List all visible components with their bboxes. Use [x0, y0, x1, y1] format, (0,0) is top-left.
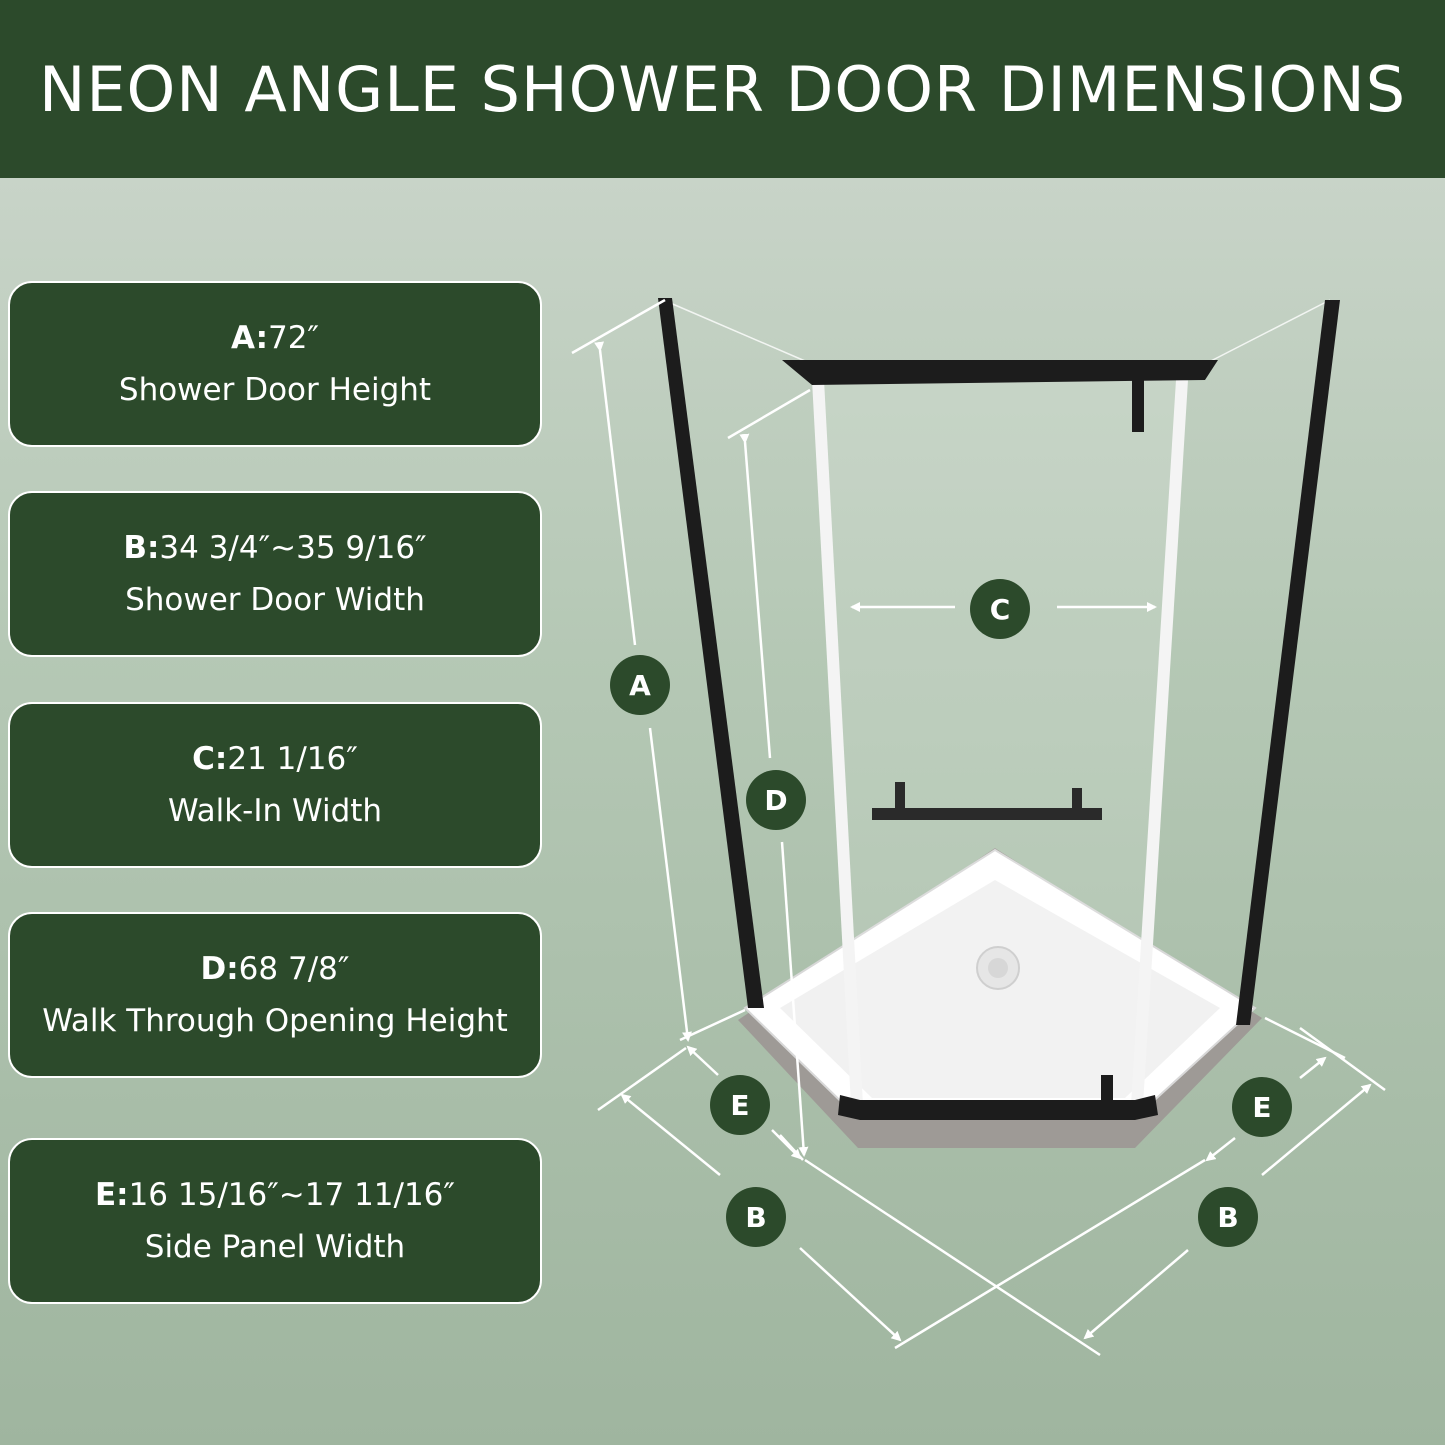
spec-value-e: E:16 15/16″~17 11/16″ [95, 1177, 455, 1213]
spec-box-c: C:21 1/16″ Walk-In Width [8, 702, 542, 868]
shower-base [738, 848, 1262, 1148]
badge-a: A [610, 655, 670, 715]
badge-e-left: E [710, 1075, 770, 1135]
svg-text:E: E [1252, 1091, 1271, 1124]
svg-text:B: B [1217, 1201, 1238, 1234]
badge-d: D [746, 770, 806, 830]
spec-value-c: C:21 1/16″ [192, 741, 358, 777]
spec-label-e: Side Panel Width [144, 1229, 406, 1265]
page-title: NEON ANGLE SHOWER DOOR DIMENSIONS [38, 52, 1407, 126]
spec-value-a: A:72″ [231, 320, 319, 356]
badge-e-right: E [1232, 1077, 1292, 1137]
svg-text:C: C [990, 593, 1011, 626]
svg-text:D: D [764, 784, 787, 817]
svg-text:E: E [730, 1089, 749, 1122]
spec-label-b: Shower Door Width [125, 582, 425, 618]
door-right-rail [1131, 379, 1188, 1106]
door-glass [815, 378, 1185, 1110]
badge-b-left: B [726, 1187, 786, 1247]
shower-frame [658, 298, 1340, 1120]
svg-text:A: A [629, 669, 651, 702]
title-banner: NEON ANGLE SHOWER DOOR DIMENSIONS [0, 0, 1445, 178]
spec-box-a: A:72″ Shower Door Height [8, 281, 542, 447]
spec-label-c: Walk-In Width [167, 793, 383, 829]
spec-label-a: Shower Door Height [118, 372, 432, 408]
dimension-lines [571, 298, 1386, 1357]
towel-bar [872, 782, 1102, 820]
spec-box-b: B:34 3/4″~35 9/16″ Shower Door Width [8, 491, 542, 657]
badge-c: C [970, 579, 1030, 639]
badge-b-right: B [1198, 1187, 1258, 1247]
spec-box-e: E:16 15/16″~17 11/16″ Side Panel Width [8, 1138, 542, 1304]
door-left-rail [812, 379, 863, 1106]
spec-label-d: Walk Through Opening Height [42, 1003, 508, 1039]
spec-value-b: B:34 3/4″~35 9/16″ [123, 530, 427, 566]
spec-box-d: D:68 7/8″ Walk Through Opening Height [8, 912, 542, 1078]
spec-value-d: D:68 7/8″ [200, 951, 350, 987]
svg-text:B: B [745, 1201, 766, 1234]
